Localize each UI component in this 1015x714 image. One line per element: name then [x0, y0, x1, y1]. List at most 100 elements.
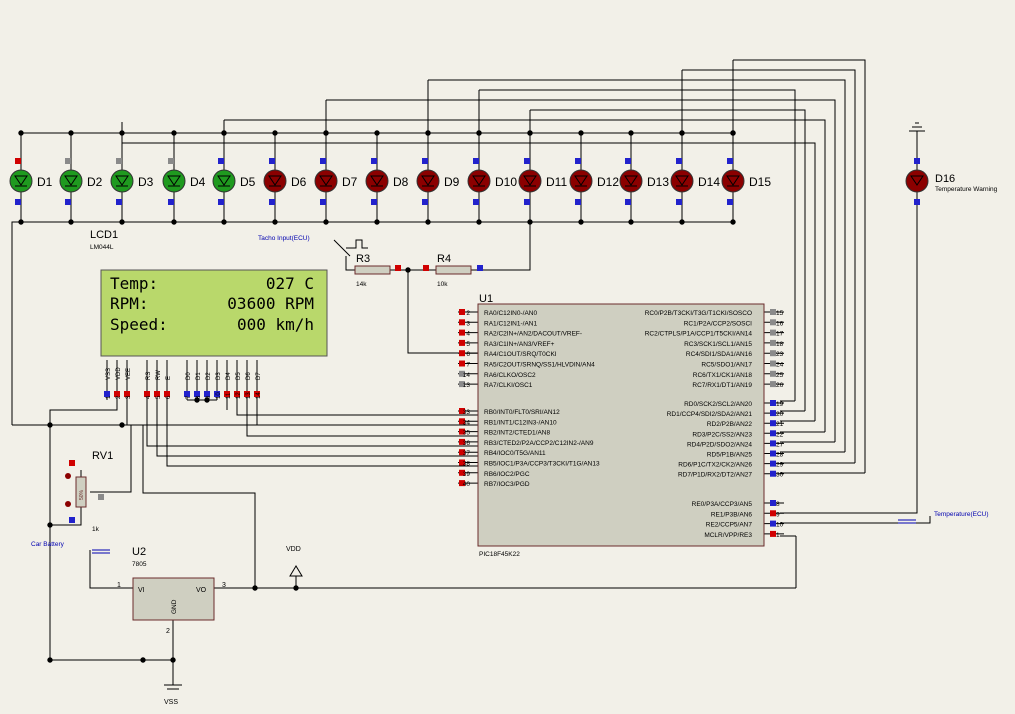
terminal-labels: Car Battery Temperature(ECU) VDD VSS — [31, 511, 989, 706]
diode-arrow-icon — [472, 175, 486, 186]
mcu-left-pin-num: 6 — [466, 351, 470, 358]
diode-arrow-icon — [624, 175, 638, 186]
led-d13[interactable] — [619, 169, 643, 193]
mcu-right-pin-marker — [770, 360, 776, 367]
led-d10[interactable] — [467, 169, 491, 193]
junction-dot — [272, 219, 278, 225]
potentiometer-rv1[interactable]: 50% RV1 1k — [75, 450, 113, 533]
resistor-ref: R4 — [437, 253, 451, 265]
mcu-right-pin-name: RD2/P2B/AN22 — [707, 421, 753, 428]
lcd-pin-name: D6 — [246, 372, 252, 380]
lcd-ref-label: LCD1 — [90, 229, 118, 241]
led-pin-bottom — [727, 199, 733, 205]
mcu-left-pin-num: 3 — [466, 320, 470, 327]
led-body — [619, 169, 643, 193]
tacho-generator[interactable]: Tacho Input(ECU) — [258, 235, 368, 257]
lcd-pin-marker — [244, 391, 250, 397]
diode-arrow-icon — [574, 175, 588, 186]
junction-dot — [679, 130, 685, 136]
led-d6[interactable] — [263, 169, 287, 193]
lcd-pin-num: 10 — [216, 392, 222, 399]
junction-dot — [527, 130, 533, 136]
led-d8[interactable] — [365, 169, 389, 193]
diode-arrow-icon — [14, 175, 28, 186]
mcu-right-pin-num: 20 — [776, 411, 784, 418]
regulator-part-label: 7805 — [132, 561, 147, 568]
vss-line — [49, 400, 118, 660]
led-pin-bottom — [422, 199, 428, 205]
led-pin-bottom — [371, 199, 377, 205]
led-d1[interactable] — [9, 169, 33, 193]
mcu-body — [477, 303, 765, 547]
led-d14[interactable] — [670, 169, 694, 193]
temperature-ecu-label: Temperature(ECU) — [934, 511, 989, 518]
lcd-pin-name: D7 — [256, 372, 262, 380]
led-d11[interactable] — [518, 169, 542, 193]
rv1-pin — [69, 460, 75, 466]
mcu-left-pin-num: 2 — [466, 310, 470, 317]
junction-dot — [204, 397, 210, 403]
regulator-pin-gnd: 2 — [166, 628, 170, 635]
mcu-right-pin-name: RD5/P1B/AN25 — [707, 452, 753, 459]
mcu-right-pin-name: RC3/SCK1/SCL1/AN15 — [684, 341, 752, 348]
junction-dot — [47, 522, 53, 528]
re1-to-d16 — [780, 508, 918, 514]
rv1-bottom — [50, 507, 82, 526]
mcu-right-pin-num: 25 — [776, 372, 784, 379]
led-d9[interactable] — [416, 169, 440, 193]
lcd-pin-name: D4 — [226, 372, 232, 380]
led-d16[interactable]: D16 Temperature Warning — [935, 173, 998, 193]
led-d7[interactable] — [314, 169, 338, 193]
rv1-percent: 50% — [79, 489, 85, 500]
mcu-right-pin-num: 21 — [776, 421, 784, 428]
mcu-left-pin-num: 40 — [463, 481, 471, 488]
regulator-pin-out: 3 — [222, 582, 226, 589]
lcd-pin-marker — [224, 391, 230, 397]
led-label: D15 — [749, 175, 771, 189]
mcu-right-pin-name: RC5/SDO1/AN17 — [701, 362, 752, 369]
junction-dot — [47, 422, 53, 428]
mcu-left-pin-name: RA0/C12IN0-/AN0 — [484, 310, 537, 317]
junction-dot — [221, 130, 227, 136]
led-pin-top — [625, 158, 631, 164]
led-body — [365, 169, 389, 193]
led-d2[interactable] — [59, 169, 83, 193]
junction-dot — [194, 397, 200, 403]
mcu-right-pin-num: 10 — [776, 522, 784, 529]
regulator-u2[interactable]: U2 7805 VI VO GND 1 3 2 — [117, 546, 226, 635]
lcd-line-1-right: 027 C — [266, 274, 314, 293]
led-d5[interactable] — [212, 169, 236, 193]
led-pin-bottom — [116, 199, 122, 205]
led-d3[interactable] — [110, 169, 134, 193]
mcu-right-pin-name: RD0/SCK2/SCL2/AN20 — [684, 401, 752, 408]
lcd-module[interactable]: Temp: 027 C RPM: 03600 RPM Speed: 000 km… — [90, 229, 328, 357]
mcu-left-pin-name: RB7/IOC3/PGD — [484, 481, 530, 488]
junction-dot — [140, 657, 146, 663]
mcu-right-pin-name: RE2/CCP5/AN7 — [706, 522, 753, 529]
led-pin-bottom — [473, 199, 479, 205]
mcu-right-pin-num: 15 — [776, 310, 784, 317]
led-pin-top — [727, 158, 733, 164]
junction-dot — [628, 219, 634, 225]
rv1-wiper — [90, 425, 132, 493]
mcu-left-pin-marker — [459, 329, 465, 336]
mcu-left-pin-num: 37 — [463, 450, 471, 457]
led-label: D9 — [444, 175, 460, 189]
led-pin-top — [676, 158, 682, 164]
led-d12[interactable] — [569, 169, 593, 193]
lcd-pin-name: VEE — [126, 368, 132, 380]
mcu-right-pin-num: 23 — [776, 351, 784, 358]
ra4-wire — [407, 270, 478, 354]
regulator-body — [132, 577, 215, 621]
mcu-left-pin-num: 13 — [463, 382, 471, 389]
mcu-right-pin-name: RD3/P2C/SS2/AN23 — [692, 431, 752, 438]
mcu-right-pin-num: 9 — [776, 511, 780, 518]
junction-dot — [68, 130, 74, 136]
e-wire — [166, 400, 478, 467]
led-pin-bottom — [15, 199, 21, 205]
mcu-left-pin-name: RB0/INT0/FLT0/SRI/AN12 — [484, 409, 560, 416]
junction-dot — [374, 219, 380, 225]
led-d4[interactable] — [162, 169, 186, 193]
led-d15[interactable] — [721, 169, 745, 193]
mcu-u1[interactable]: U1 PIC18F45K22 — [477, 293, 765, 558]
